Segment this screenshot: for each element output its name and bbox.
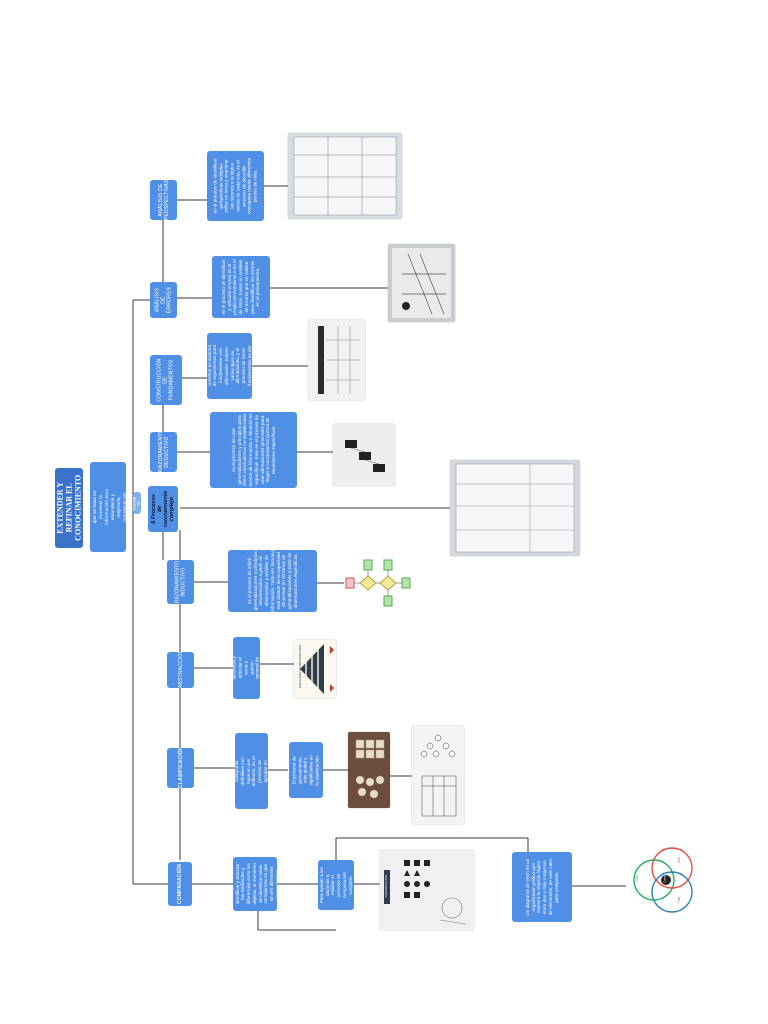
pyramid-label: ESCALERA DE ABSTRACCIÓN <box>298 644 302 688</box>
doc-photo-fundamentos <box>308 320 365 400</box>
category-razonamiento-deductivo: RAZONAMIENTO DEDUCTIVO <box>150 432 177 472</box>
category-razonamiento-inductivo: RAZONAMIENTO INDUCTIVO <box>167 560 194 604</box>
extra-clasificacion: El proceso de pensamiento más global y s… <box>289 742 323 798</box>
desc-construccion-fundamentos: es el proceso de construir un sistema de… <box>207 333 252 399</box>
pyramid-abstraccion: ESCALERA DE ABSTRACCIÓN <box>294 640 336 698</box>
blocks-photo-clasificacion <box>348 732 390 808</box>
category-analisis-errores: ANÁLISIS DE ERRORES <box>150 282 177 318</box>
venn-desc: Un diagrama de Venn es un organizador gr… <box>512 852 572 922</box>
intro-box: Es una dimensión del pensamiento que se … <box>90 462 126 552</box>
comparacion-photo-label: COMPARACIÓN <box>384 874 388 898</box>
venn-label-a: Uno <box>634 875 639 881</box>
consta-de-label: Consta de <box>133 492 141 514</box>
doc-photo-errores <box>388 244 455 322</box>
category-analisis-perspectivas: ANÁLISIS DE PERSPECTIVAS <box>150 180 177 220</box>
desc-abstraccion: Es el proceso de identificar y articular… <box>233 637 260 699</box>
desc-analisis-perspectivas: es el proceso de identificar perspectiva… <box>207 151 264 221</box>
venn-diagram: Uno Dos Tres Común <box>626 846 700 916</box>
venn-label-center: Común <box>663 874 667 883</box>
doc-photo-deductivo <box>333 424 395 486</box>
category-abstraccion: ABSTRACCIÓN <box>167 652 194 688</box>
extra-comparacion: Para ayudar a los alumnos a realizar el … <box>318 860 354 910</box>
category-clasificacion: CLASIFICACIÓN <box>167 748 194 788</box>
center-node: 8 Procesos de razonamiento complejo <box>148 486 178 532</box>
desc-clasificacion: es el proceso de agrupar cosas en catego… <box>235 733 268 809</box>
category-construccion-fundamentos: CONSTRUCCIÓN DE FUNDAMENTOS <box>150 355 182 405</box>
doc-photo-comparacion: COMPARACIÓN <box>380 850 474 930</box>
desc-razonamiento-deductivo: es el proceso de usar generalizaciones y… <box>210 412 297 488</box>
desc-analisis-errores: es el proceso de identificar y articular… <box>212 256 270 318</box>
desc-razonamiento-inductivo: es el proceso de inferir generalizacione… <box>228 550 317 612</box>
category-comparacion: COMPARACIÓN <box>168 862 192 906</box>
doc-photo-clasificacion <box>412 726 464 824</box>
doc-photo-center <box>450 460 580 556</box>
flowchart-inductivo <box>344 556 414 610</box>
desc-comparacion: es el proceso de identificar y articular… <box>233 857 277 911</box>
venn-label-c: Tres <box>677 896 682 904</box>
venn-label-b: Dos <box>676 857 681 863</box>
main-title: EXTENDER Y REFINAR EL CONOCIMIENTO <box>55 468 83 548</box>
doc-photo-perspectivas <box>288 133 402 219</box>
